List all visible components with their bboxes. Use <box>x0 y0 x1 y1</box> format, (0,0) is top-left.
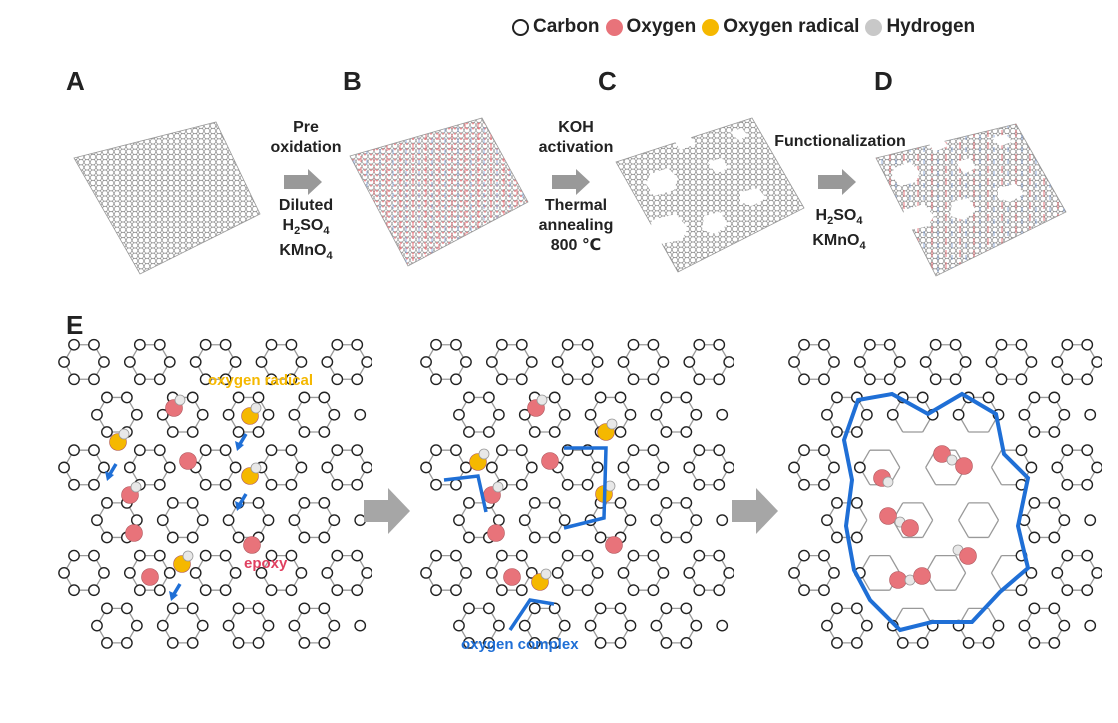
step1-label-top: Pre oxidation <box>260 118 352 158</box>
e-arrow-2-icon <box>732 488 778 534</box>
step1-oxidation: oxidation <box>270 139 342 156</box>
panel-label-e: E <box>66 310 84 340</box>
e-arrow-1-icon <box>364 488 410 534</box>
lattice-e3-pore-formation <box>788 338 1102 649</box>
step1-h2so4: H2SO4 <box>282 217 330 238</box>
legend-hydrogen: Hydrogen <box>865 16 975 38</box>
sheet-d-functionalized-holey <box>875 123 1067 277</box>
step3-h2so4: H2SO4 <box>815 207 863 228</box>
sheet-b-preoxidized <box>349 117 529 267</box>
step1-arrow-icon <box>284 169 322 195</box>
legend: Carbon Oxygen Oxygen radical Hydrogen <box>512 16 981 38</box>
oxygen-icon <box>605 18 623 36</box>
step2-temperature: 800 ℃ <box>550 237 602 254</box>
step3-functionalization: Functionalization <box>774 133 906 150</box>
carbon-icon <box>512 18 529 36</box>
lattice-e2-oxygen-complex <box>420 338 734 649</box>
annotation-epoxy: epoxy <box>244 555 288 572</box>
legend-radical: Oxygen radical <box>702 16 859 38</box>
oxygen-radical-icon <box>702 18 720 36</box>
step1-pre: Pre <box>293 119 319 136</box>
legend-hydrogen-label: Hydrogen <box>886 16 976 37</box>
sheet-a-pristine-graphene <box>73 121 261 275</box>
step2-label-bottom: Thermal annealing 800 ℃ <box>526 196 626 256</box>
step1-label-bottom: Diluted H2SO4 KMnO4 <box>262 196 350 266</box>
step2-activation: activation <box>538 139 614 156</box>
step3-label-bottom: H2SO4 KMnO4 <box>804 206 874 256</box>
legend-carbon-label: Carbon <box>533 16 600 37</box>
annotation-oxygen-complex: oxygen complex <box>461 636 579 653</box>
step3-kmno4: KMnO4 <box>812 232 866 253</box>
panel-label-d: D <box>874 66 893 96</box>
legend-radical-label: Oxygen radical <box>723 16 860 37</box>
panel-label-b: B <box>343 66 362 96</box>
step1-diluted: Diluted <box>278 197 334 214</box>
legend-oxygen-label: Oxygen <box>626 16 697 37</box>
step3-arrow-icon <box>818 169 856 195</box>
step2-koh: KOH <box>558 119 594 136</box>
step1-kmno4: KMnO4 <box>279 242 333 263</box>
annotation-oxygen-radical: oxygen radical <box>208 372 314 389</box>
step2-thermal: Thermal <box>544 197 608 214</box>
step2-annealing: annealing <box>538 217 614 234</box>
hydrogen-icon <box>865 18 883 36</box>
step2-label-top: KOH activation <box>528 118 624 158</box>
step3-label-top: Functionalization <box>760 132 920 152</box>
sheet-c-activated-holey <box>615 117 805 273</box>
lattice-e1-radical-attack <box>58 338 372 649</box>
legend-oxygen: Oxygen <box>605 16 697 38</box>
panel-label-c: C <box>598 66 617 96</box>
panel-label-a: A <box>66 66 85 96</box>
step2-arrow-icon <box>552 169 590 195</box>
legend-carbon: Carbon <box>512 16 600 38</box>
